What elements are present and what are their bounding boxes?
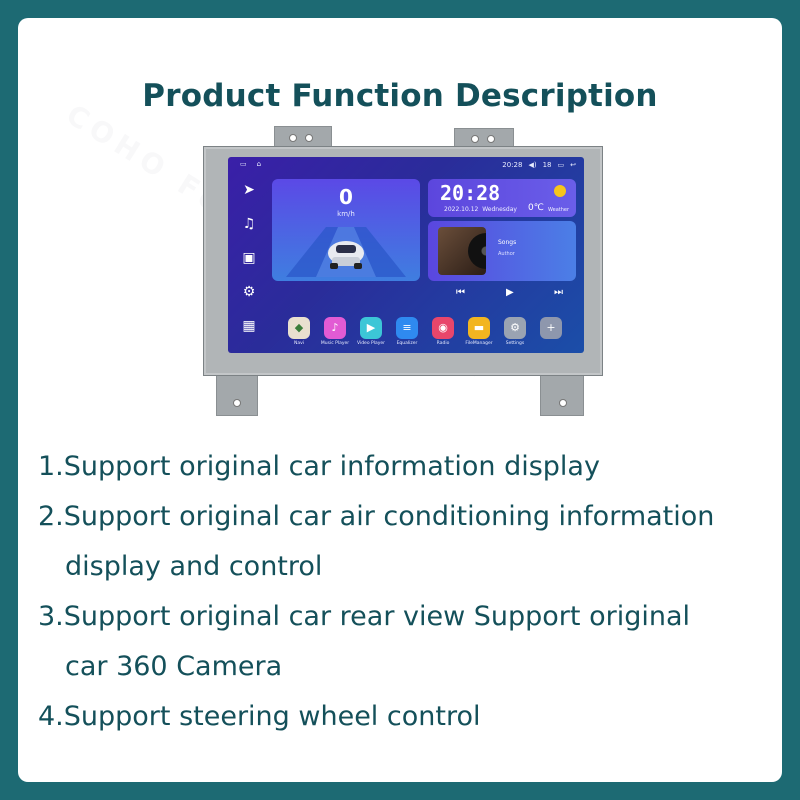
car-settings-icon: ▣ (242, 250, 256, 266)
music-widget: Songs Author (428, 221, 576, 281)
feature-item: 4.Support steering wheel control (38, 701, 481, 732)
feature-list: 1.Support original car information displ… (38, 442, 778, 742)
car-road-graphic (286, 227, 406, 277)
status-volume: 18 (542, 161, 552, 169)
app-add[interactable]: + (536, 317, 566, 341)
feature-item: 2.Support original car air conditioning … (38, 501, 715, 582)
clock-widget: 20:28 2022.10.12 Wednesday 0℃ Weather (428, 179, 576, 217)
song-title: Songs (498, 239, 517, 246)
gear-icon: ⚙ (242, 284, 256, 300)
home-icon: ⌂ (256, 160, 262, 168)
device-screen: ▭ ⌂ 20:28 ◀) 18 ▭ ↩ ➤ ♫ ▣ ⚙ ▦ 0 (228, 157, 584, 353)
content-card: COHO For Android Navi Product Function D… (18, 18, 782, 782)
app-settings[interactable]: ⚙ Settings (500, 317, 530, 346)
app-file-manager[interactable]: ▬ FileManager (464, 317, 494, 346)
video-icon: ▶ (360, 317, 382, 339)
music-note-icon: ♫ (242, 216, 256, 232)
next-icon[interactable]: ⏭ (554, 287, 563, 298)
status-time: 20:28 (502, 161, 523, 169)
apps-grid-icon: ▦ (242, 318, 256, 334)
music-icon: ♪ (324, 317, 346, 339)
window-icon: ▭ (557, 161, 565, 169)
volume-icon: ◀) (528, 161, 537, 169)
app-music-player[interactable]: ♪ Music Player (320, 317, 350, 346)
weather-label: Weather (548, 207, 570, 213)
radio-icon: ◉ (432, 317, 454, 339)
app-video-player[interactable]: ▶ Video Player (356, 317, 386, 346)
clock-time: 20:28 (440, 181, 501, 205)
mount-bracket-bottom-left (216, 372, 258, 416)
add-icon: + (540, 317, 562, 339)
equalizer-icon: ≡ (396, 317, 418, 339)
settings-icon: ⚙ (504, 317, 526, 339)
song-author: Author (498, 251, 515, 257)
mount-bracket-bottom-right (540, 372, 584, 416)
feature-item: 3.Support original car rear view Support… (38, 601, 690, 682)
app-navi[interactable]: ◆ Navi (284, 317, 314, 346)
back-icon: ↩ (570, 161, 576, 169)
app-equalizer[interactable]: ≡ Equalizer (392, 317, 422, 346)
sun-icon (554, 185, 566, 197)
sidebar: ➤ ♫ ▣ ⚙ ▦ (234, 181, 264, 349)
speed-value: 0 (339, 185, 353, 209)
navigation-icon: ➤ (243, 182, 255, 198)
map-icon: ◆ (288, 317, 310, 339)
speed-unit: km/h (337, 210, 355, 218)
previous-icon[interactable]: ⏮ (456, 287, 465, 298)
album-art (438, 227, 486, 275)
clock-date: 2022.10.12 Wednesday (444, 206, 517, 213)
speed-widget: 0 km/h (272, 179, 420, 281)
app-radio[interactable]: ◉ Radio (428, 317, 458, 346)
folder-icon: ▬ (468, 317, 490, 339)
nav-menu-icon: ▭ (240, 160, 247, 168)
status-bar: ▭ ⌂ 20:28 ◀) 18 ▭ ↩ (228, 157, 584, 175)
temperature: 0℃ (528, 203, 544, 213)
page-title: Product Function Description (142, 78, 658, 114)
app-dock: ◆ Navi ♪ Music Player ▶ Video Player ≡ E… (278, 317, 578, 351)
feature-item: 1.Support original car information displ… (38, 451, 600, 482)
play-icon[interactable]: ▶ (506, 287, 514, 298)
